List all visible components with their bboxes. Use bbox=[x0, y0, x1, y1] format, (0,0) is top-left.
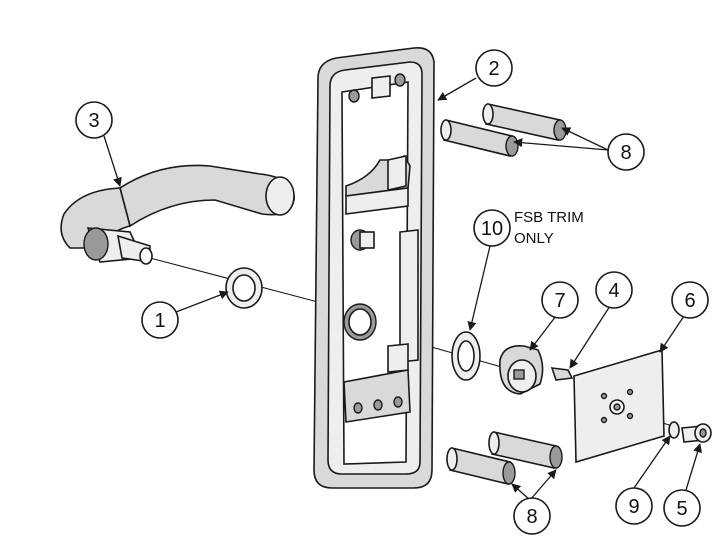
callout-4-label: 4 bbox=[608, 280, 619, 302]
callout-5: 5 bbox=[663, 489, 701, 527]
part-fsb-washer bbox=[451, 331, 481, 381]
callout-8-top-label: 8 bbox=[620, 142, 631, 164]
callout-1: 1 bbox=[141, 301, 179, 339]
note-only: ONLY bbox=[514, 230, 554, 247]
callout-4: 4 bbox=[595, 271, 633, 309]
part-screw bbox=[681, 423, 712, 443]
callout-3-label: 3 bbox=[88, 110, 99, 132]
leader-lines bbox=[103, 77, 702, 501]
callout-10-label: 10 bbox=[481, 218, 503, 240]
part-standoff-bottom-2 bbox=[446, 447, 516, 485]
callout-8-bottom-label: 8 bbox=[526, 506, 537, 528]
part-escutcheon-plate bbox=[313, 46, 435, 489]
part-key bbox=[550, 367, 574, 381]
callout-5-label: 5 bbox=[676, 498, 687, 520]
callout-9-label: 9 bbox=[628, 496, 639, 518]
part-lock-washer bbox=[668, 421, 680, 439]
part-washer bbox=[225, 267, 263, 309]
callout-7: 7 bbox=[541, 281, 579, 319]
callout-9: 9 bbox=[615, 487, 653, 525]
callout-6: 6 bbox=[671, 281, 709, 319]
callout-8-bottom: 8 bbox=[513, 497, 551, 535]
callout-1-label: 1 bbox=[154, 310, 165, 332]
part-lever-handle bbox=[60, 164, 295, 265]
callout-6-label: 6 bbox=[684, 290, 695, 312]
callout-2: 2 bbox=[475, 49, 513, 87]
callout-7-label: 7 bbox=[554, 290, 565, 312]
callout-8-top: 8 bbox=[607, 133, 645, 171]
callout-10: 10 bbox=[473, 209, 511, 247]
part-mounting-plate bbox=[573, 348, 665, 464]
note-fsb-trim: FSB TRIM bbox=[514, 209, 584, 226]
part-standoff-bottom-1 bbox=[488, 431, 563, 469]
callout-3: 3 bbox=[75, 101, 113, 139]
part-cam bbox=[499, 344, 544, 395]
callout-2-label: 2 bbox=[488, 58, 499, 80]
